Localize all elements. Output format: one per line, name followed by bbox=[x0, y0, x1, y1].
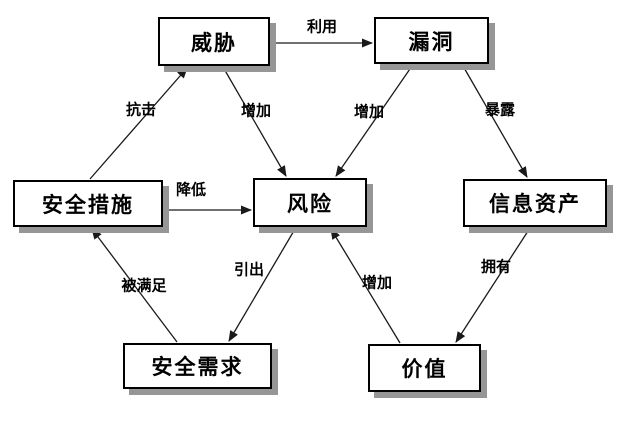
node-information-assets: 信息资产 bbox=[463, 179, 607, 227]
node-information-assets-label: 信息资产 bbox=[489, 192, 581, 216]
node-security-measures: 安全措施 bbox=[13, 180, 163, 227]
node-security-requirements: 安全需求 bbox=[123, 343, 272, 389]
edge-threat-risk bbox=[222, 66, 287, 177]
node-security-measures-label: 安全措施 bbox=[42, 192, 134, 217]
edge-label-own: 拥有 bbox=[480, 257, 512, 276]
edge-label-increase-threat: 增加 bbox=[240, 101, 272, 120]
edge-value-risk bbox=[330, 228, 401, 344]
edge-security-requirements-security-measures bbox=[91, 228, 178, 343]
edge-label-increase-value: 增加 bbox=[361, 273, 393, 292]
edge-vulnerability-risk bbox=[335, 65, 413, 177]
node-value-label: 价值 bbox=[401, 357, 448, 381]
edge-label-be-satisfied: 被满足 bbox=[121, 276, 167, 295]
edge-label-exploit: 利用 bbox=[306, 17, 338, 36]
edge-label-lead-to: 引出 bbox=[233, 260, 265, 279]
node-risk-label: 风险 bbox=[287, 191, 333, 216]
edge-label-increase-vulnerability: 增加 bbox=[353, 102, 385, 121]
node-value: 价值 bbox=[368, 344, 481, 392]
node-threat: 威胁 bbox=[158, 17, 270, 66]
edge-vulnerability-information-assets bbox=[462, 65, 528, 178]
node-risk: 风险 bbox=[253, 178, 367, 227]
edge-label-expose: 暴露 bbox=[484, 100, 516, 119]
edge-label-resist: 抗击 bbox=[125, 100, 157, 119]
node-threat-label: 威胁 bbox=[191, 30, 237, 55]
node-security-requirements-label: 安全需求 bbox=[151, 355, 244, 379]
edge-security-measures-threat bbox=[89, 67, 188, 180]
node-vulnerability-label: 漏洞 bbox=[408, 29, 455, 54]
edge-risk-security-requirements bbox=[228, 228, 296, 342]
edge-information-assets-value bbox=[455, 227, 531, 343]
edge-label-reduce: 降低 bbox=[175, 180, 207, 199]
node-vulnerability: 漏洞 bbox=[374, 17, 489, 64]
